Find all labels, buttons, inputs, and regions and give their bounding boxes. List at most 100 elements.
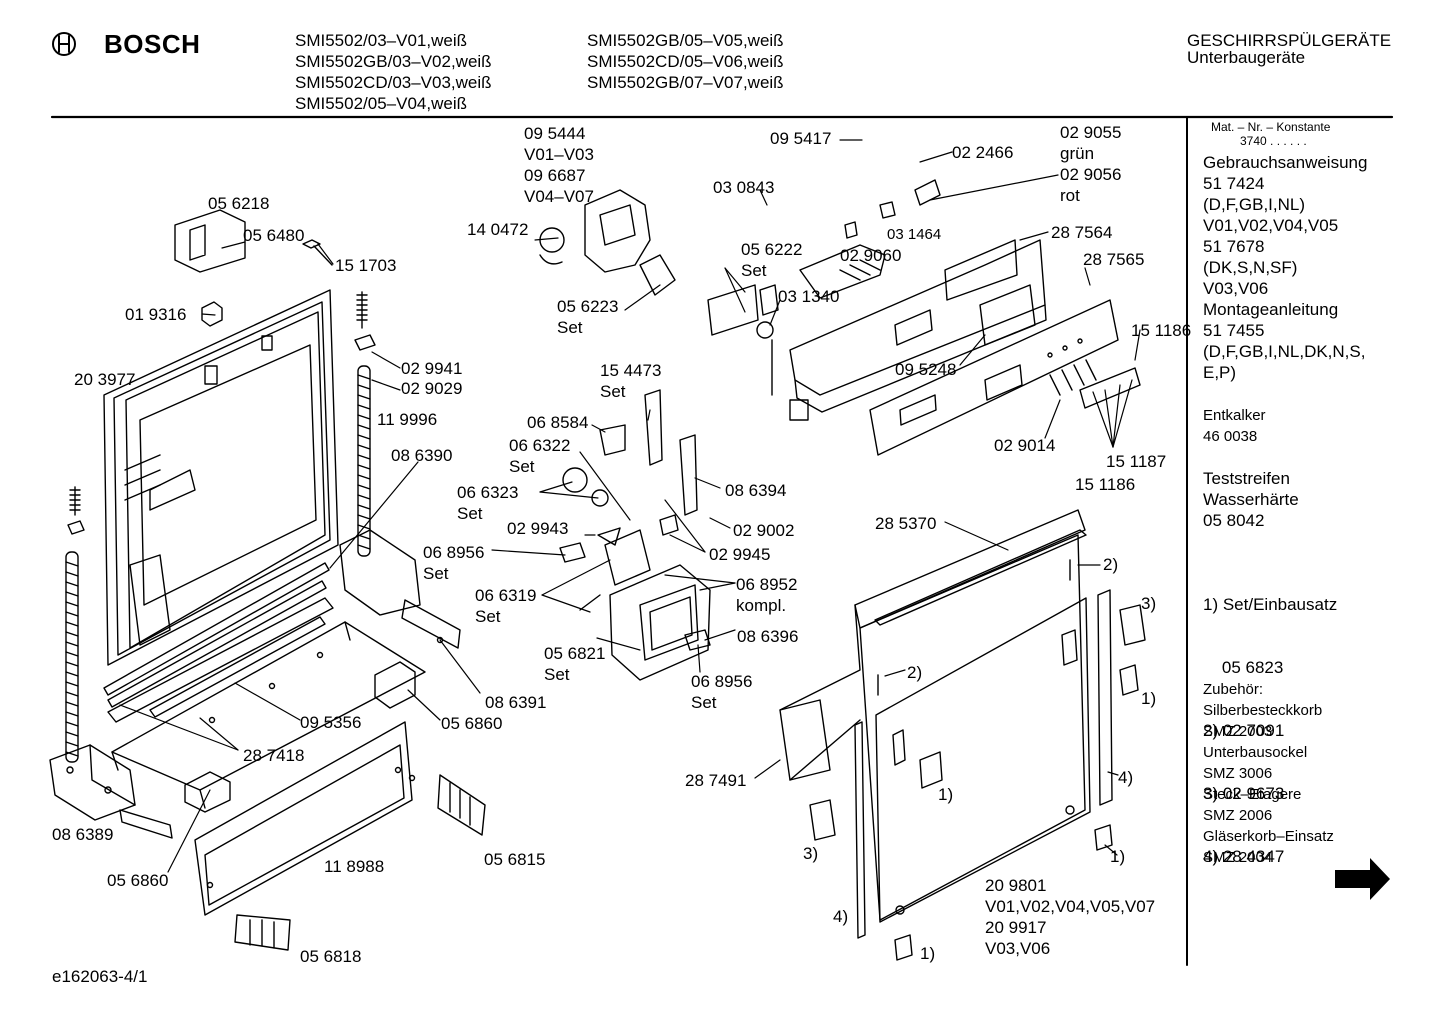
part-label: 2): [907, 663, 923, 682]
sidebar-line: Silberbesteckkorb: [1203, 702, 1323, 719]
part-label: 06 8584: [527, 413, 589, 432]
model-item: SMI5502GB/05–V05,weiß: [587, 31, 784, 50]
part-label: 1): [1141, 689, 1157, 708]
part-label: 05 6860: [441, 714, 503, 733]
part-label: 09 5356: [300, 713, 362, 732]
part-label: 20 9801: [985, 876, 1047, 895]
part-label: Set: [557, 318, 583, 337]
sidebar-line: Teststreifen: [1203, 469, 1290, 488]
part-label: 15 4473: [600, 361, 662, 380]
part-label: 05 6821: [544, 644, 606, 663]
part-label: 1): [938, 785, 954, 804]
model-list-1: SMI5502/03–V01,weiß SMI5502GB/03–V02,wei…: [295, 30, 492, 114]
part-label: 05 6480: [243, 226, 305, 245]
part-label: 02 9943: [507, 519, 569, 538]
part-label: 02 9056: [1060, 165, 1122, 184]
sidebar-manuals: Gebrauchsanweisung 51 7424 (D,F,GB,I,NL)…: [1203, 152, 1367, 383]
part-label: 08 6389: [52, 825, 114, 844]
sidebar-line: (DK,S,N,SF): [1203, 258, 1298, 277]
part-label: 09 5417: [770, 129, 832, 148]
sidebar-footnotes: 1) Set/Einbausatz 05 6823 2) 02 7091 3) …: [1203, 552, 1337, 888]
part-label: V03,V06: [985, 939, 1051, 958]
part-label: 3): [803, 844, 819, 863]
part-label: 14 0472: [467, 220, 529, 239]
part-label: 3): [1141, 594, 1157, 613]
part-label: Set: [423, 564, 449, 583]
door-spring: [65, 365, 371, 763]
sidebar-line: 05 6823: [1203, 658, 1284, 677]
part-label: 28 7564: [1051, 223, 1113, 242]
part-label: grün: [1060, 144, 1095, 163]
part-label: 02 2466: [952, 143, 1014, 162]
control-panel: [707, 179, 1047, 421]
leader-lines: [119, 139, 1141, 873]
part-label: 05 6222: [741, 240, 803, 259]
part-label: 03 0843: [713, 178, 775, 197]
part-label: 06 6322: [509, 436, 571, 455]
part-label: 15 1186: [1131, 321, 1192, 340]
part-label: rot: [1060, 186, 1080, 205]
part-label: 02 9945: [709, 545, 771, 564]
sidebar-line: SMZ 3006: [1203, 765, 1273, 782]
part-label: Set: [691, 693, 717, 712]
drawing-code: e162063-4/1: [52, 967, 148, 986]
part-label: 20 9917: [985, 918, 1047, 937]
part-label: Set: [600, 382, 626, 401]
sidebar-line: Entkalker: [1203, 407, 1266, 424]
door-hinge: [49, 744, 173, 839]
part-label: 11 9996: [377, 410, 438, 429]
part-label: V01–V03: [524, 145, 594, 164]
part-label: 05 6815: [484, 850, 546, 869]
part-label: 28 7491: [685, 771, 747, 790]
part-label: 28 5370: [875, 514, 937, 533]
part-label: 06 8956: [423, 543, 485, 562]
part-label: 02 9941: [401, 359, 463, 378]
part-label: 15 1703: [335, 256, 397, 275]
part-label: 11 8988: [324, 857, 385, 876]
part-label: 09 6687: [524, 166, 586, 185]
part-label: 28 7565: [1083, 250, 1145, 269]
category-subtitle: Unterbaugeräte: [1187, 48, 1306, 67]
part-label: 4): [833, 907, 849, 926]
part-label: 02 9014: [994, 436, 1056, 455]
part-label: 1): [920, 944, 936, 963]
sidebar-line: SMZ 2003: [1203, 723, 1273, 740]
sidebar-line: 2) 02 7091: [1203, 721, 1285, 740]
sidebar-line: (D,F,GB,I,NL,DK,N,S,: [1203, 342, 1366, 361]
part-label: 08 6390: [391, 446, 453, 465]
sidebar-line: V03,V06: [1203, 279, 1269, 298]
part-label: Set: [544, 665, 570, 684]
part-label: 05 6818: [300, 947, 362, 966]
part-label: 09 5248: [895, 360, 957, 379]
model-item: SMI5502CD/03–V03,weiß: [295, 73, 492, 92]
sidebar-line: Montageanleitung: [1203, 300, 1339, 319]
control-panel-front: [869, 299, 1141, 456]
sidebar-line: V01,V02,V04,V05: [1203, 216, 1339, 235]
arrow-right-icon[interactable]: [1335, 858, 1390, 900]
sidebar-line: Steck–Etagere: [1203, 786, 1302, 803]
part-label: 28 7418: [243, 746, 305, 765]
sidebar-accessories: Zubehör: Silberbesteckkorb SMZ 2003 Unte…: [1203, 679, 1334, 868]
sidebar-line: 51 7455: [1203, 321, 1265, 340]
part-label: kompl.: [736, 596, 787, 615]
part-label: 06 6319: [475, 586, 537, 605]
inner-door-panel: [103, 289, 339, 666]
sidebar-line: 4) 28 4347: [1203, 847, 1285, 866]
model-item: SMI5502/05–V04,weiß: [295, 94, 467, 113]
sidebar-line: Zubehör:: [1203, 681, 1264, 698]
part-label: 09 5444: [524, 124, 586, 143]
sidebar-teststrips: Teststreifen Wasserhärte 05 8042: [1203, 468, 1299, 531]
category-title: GESCHIRRSPÜLGERÄTE: [1187, 31, 1392, 50]
part-label: Set: [509, 457, 535, 476]
part-label: 4): [1118, 768, 1134, 787]
sidebar-line: 51 7678: [1203, 237, 1265, 256]
sidebar-line: E,P): [1203, 363, 1237, 382]
part-label: 20 3977: [74, 370, 136, 389]
part-label: 08 6391: [485, 693, 547, 712]
part-label: V01,V02,V04,V05,V07: [985, 897, 1156, 916]
part-label: V04–V07: [524, 187, 594, 206]
model-list-2: SMI5502GB/05–V05,weiß SMI5502CD/05–V06,w…: [587, 30, 784, 93]
model-item: SMI5502GB/03–V02,weiß: [295, 52, 492, 71]
part-label: 02 9002: [733, 521, 795, 540]
